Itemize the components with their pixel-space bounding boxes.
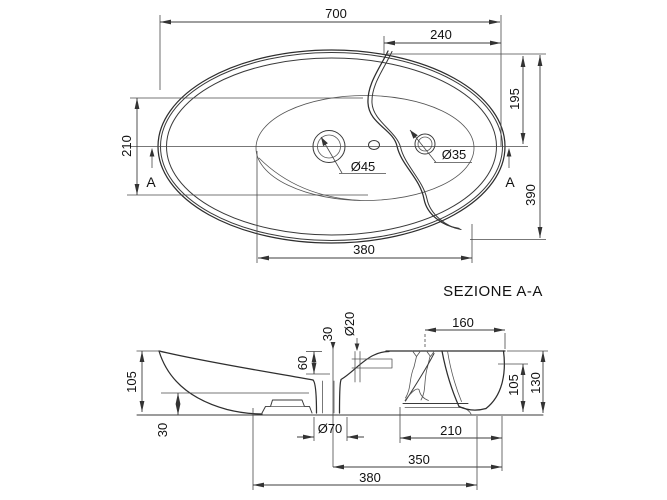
section-dimensions: 105 30 60 30 Ø20 Ø70 160	[124, 312, 548, 490]
faucet-hole-flares	[412, 350, 435, 357]
inner-wall-slant	[405, 353, 435, 402]
overflow-channel	[351, 358, 393, 369]
drain-leader: Ø45	[320, 136, 386, 174]
dim-700: 700	[325, 6, 347, 21]
dim-350: 350	[408, 452, 430, 467]
basin-ellipse	[255, 95, 475, 201]
dim-30-top: 30	[320, 327, 335, 341]
dim-60: 60	[295, 356, 310, 370]
dim-195: 195	[507, 88, 522, 110]
plan-dimensions: 700 240 210 195 390 380	[119, 6, 546, 263]
dim-210: 210	[119, 135, 134, 157]
foot-bottom	[458, 405, 487, 411]
dim-160: 160	[452, 315, 474, 330]
pedestal-right	[338, 379, 342, 414]
dim-o20: Ø20	[342, 312, 357, 337]
bowl-outer-shell	[158, 350, 263, 415]
dim-380-section: 380	[359, 470, 381, 485]
faucet-column-line1	[405, 366, 415, 399]
faucet-column-curl	[404, 388, 429, 401]
dim-240: 240	[430, 27, 452, 42]
section-marker-left: A	[146, 148, 156, 190]
bowl-rim-slope	[158, 350, 314, 381]
plan-view: Ø45 Ø35 A A 700 240	[119, 6, 546, 263]
dim-105-left: 105	[124, 371, 139, 393]
faucet-column-line2	[420, 366, 428, 401]
overflow-hole	[368, 140, 380, 150]
faucet-hole-wall-left	[413, 356, 417, 368]
faucet-leader: Ø35	[409, 129, 472, 163]
dim-o70: Ø70	[318, 421, 343, 436]
divider-curve-outer	[367, 50, 460, 230]
foot-right	[485, 350, 505, 410]
faucet-hole-inner	[417, 136, 433, 152]
dim-130: 130	[528, 372, 543, 394]
dim-380-plan: 380	[353, 242, 375, 257]
foot-left-inner	[447, 350, 462, 402]
section-letter-left: A	[146, 174, 156, 190]
section-marker-right: A	[505, 148, 515, 190]
basin-bottom-contour	[258, 157, 361, 201]
pedestal-left	[312, 379, 318, 414]
divider-curve-inner	[371, 51, 462, 230]
drain-dia-label: Ø45	[351, 159, 376, 174]
deck-rise-curve	[340, 350, 390, 381]
dim-105-right: 105	[506, 374, 521, 396]
foot-left	[441, 350, 460, 408]
section-letter-right: A	[505, 174, 515, 190]
section-view: 105 30 60 30 Ø20 Ø70 160	[124, 312, 548, 490]
faucet-hole-outer	[414, 133, 436, 155]
dim-30-left: 30	[155, 423, 170, 437]
dim-210-section: 210	[440, 423, 462, 438]
faucet-dia-label: Ø35	[442, 147, 467, 162]
dim-390: 390	[523, 184, 538, 206]
section-title: SEZIONE A-A	[443, 283, 543, 300]
